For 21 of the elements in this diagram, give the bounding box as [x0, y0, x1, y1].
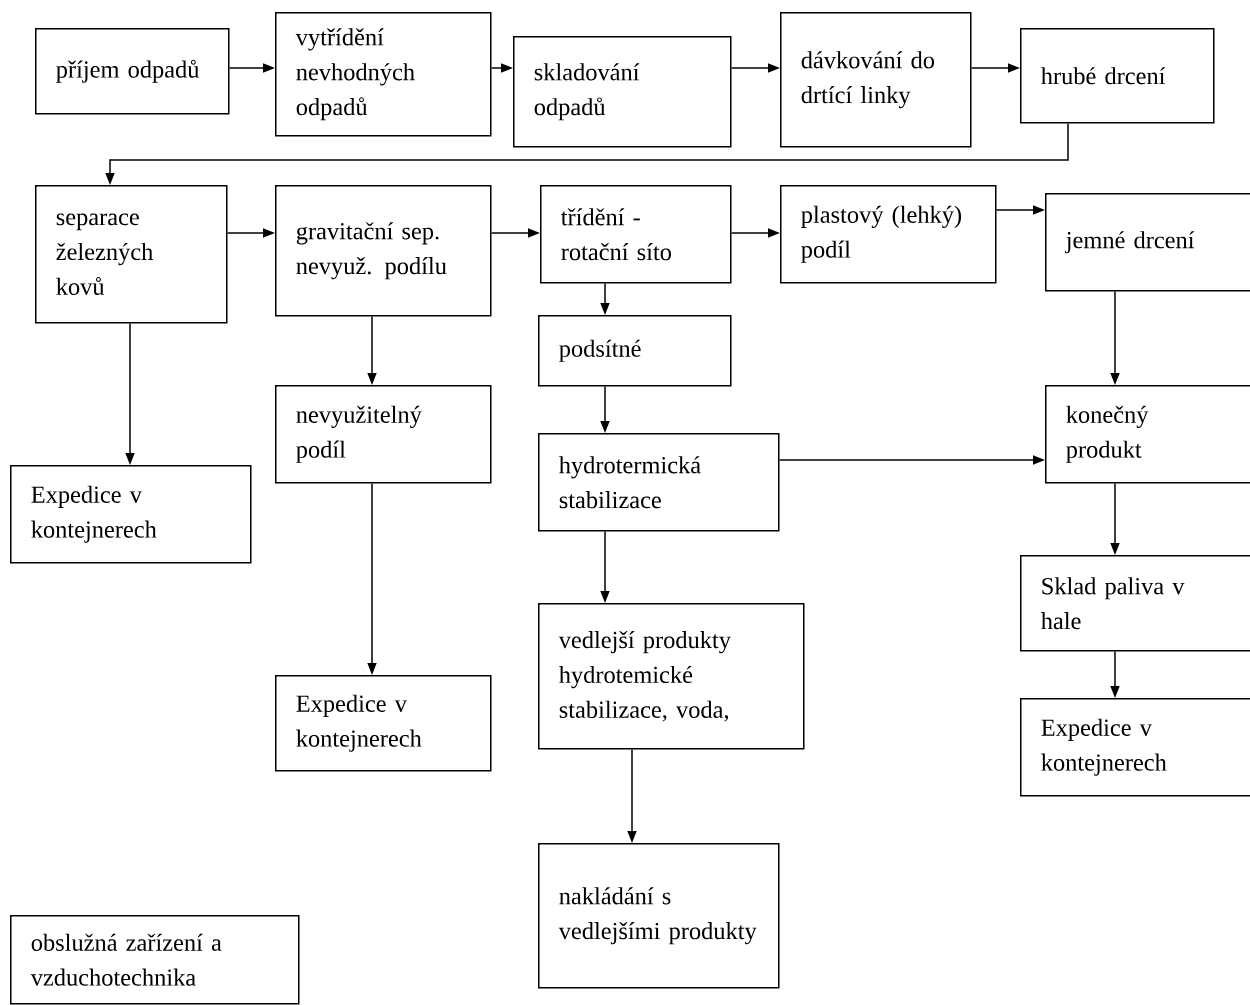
process-box: vedlejší produkty hydrotemické stabilizace, voda, [538, 603, 805, 750]
process-box: příjem odpadů [35, 28, 230, 115]
process-box: dávkování do drtící linky [780, 12, 972, 148]
process-box: Sklad paliva v hale [1020, 555, 1250, 652]
process-box: Expedice v kontejnerech [275, 675, 492, 772]
process-box: podsítné [538, 315, 732, 387]
process-box: nakládání s vedlejšími produkty [538, 843, 780, 989]
process-box: hydrotermická stabilizace [538, 433, 780, 532]
process-box: Expedice v kontejnerech [1020, 698, 1250, 797]
process-box: konečný produkt [1045, 385, 1250, 484]
process-box: gravitační sep. nevyuž. podílu [275, 185, 492, 317]
process-box: třídění - rotační síto [540, 185, 732, 284]
process-box: plastový (lehký) podíl [780, 185, 997, 284]
process-box: separace železných kovů [35, 185, 228, 324]
process-box: jemné drcení [1045, 193, 1250, 292]
process-box: obslužná zařízení a vzduchotechnika [10, 915, 300, 1005]
process-box: vytřídění nevhodných odpadů [275, 12, 492, 137]
process-box: hrubé drcení [1020, 28, 1215, 124]
process-box: skladování odpadů [513, 36, 732, 148]
process-box: nevyužitelný podíl [275, 385, 492, 484]
process-box: Expedice v kontejnerech [10, 465, 252, 564]
